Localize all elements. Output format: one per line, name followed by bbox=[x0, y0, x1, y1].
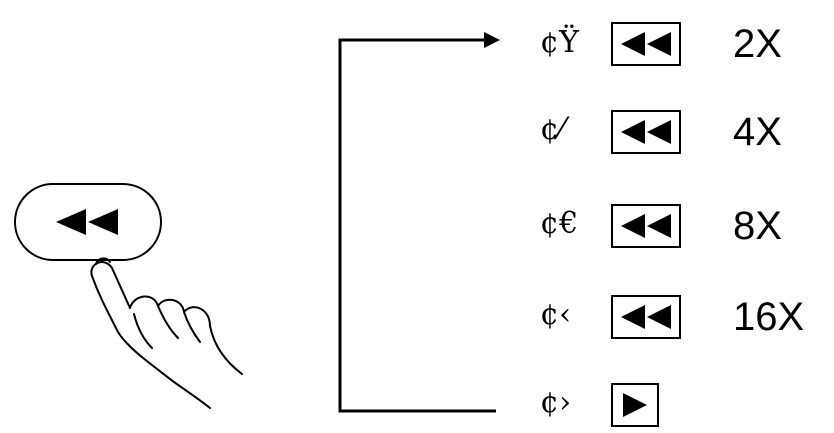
row-prefix: ¢€ bbox=[540, 206, 579, 241]
row-prefix: ¢Ÿ bbox=[540, 25, 579, 60]
rewind-icon bbox=[56, 209, 118, 235]
speed-16x-label: 16X bbox=[733, 295, 805, 339]
cycle-bracket bbox=[338, 32, 500, 413]
row-prefix: ¢› bbox=[540, 385, 572, 420]
speed-4x-label: 4X bbox=[733, 110, 782, 154]
row-prefix: ¢⁄ bbox=[540, 112, 565, 147]
rewind-icon bbox=[611, 22, 681, 66]
rewind-icon bbox=[611, 204, 681, 248]
speed-8x-label: 8X bbox=[733, 204, 782, 248]
play-icon bbox=[611, 383, 659, 427]
rewind-button[interactable] bbox=[14, 183, 162, 261]
rewind-icon bbox=[611, 110, 681, 154]
arrow-head bbox=[484, 32, 500, 48]
rewind-icon bbox=[611, 295, 681, 339]
speed-2x-label: 2X bbox=[733, 22, 782, 66]
row-prefix: ¢‹ bbox=[540, 297, 572, 332]
hand-icon bbox=[90, 257, 243, 409]
